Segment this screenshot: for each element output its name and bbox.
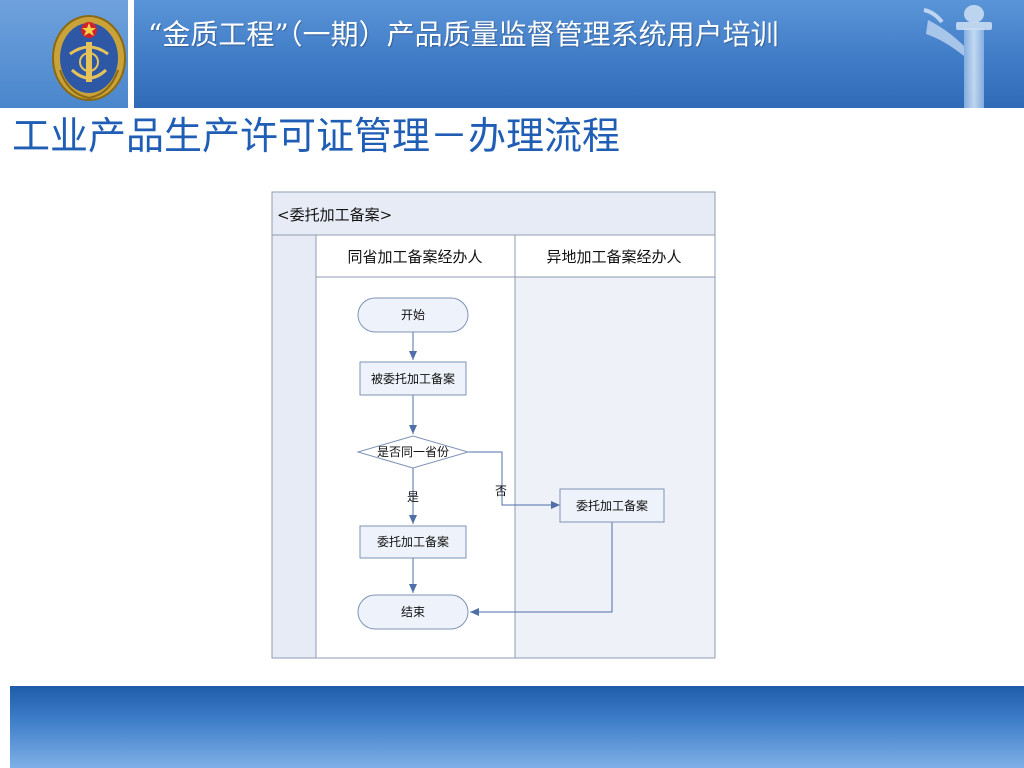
huabiao-monument-icon bbox=[923, 5, 992, 108]
pool-header bbox=[271, 191, 716, 236]
national-emblem-icon bbox=[52, 15, 126, 101]
node-start-label: 开始 bbox=[401, 308, 425, 322]
lane-header-same-province bbox=[315, 234, 516, 278]
node-remote-filing-label: 委托加工备案 bbox=[576, 498, 648, 513]
edge-label-no: 否 bbox=[495, 484, 507, 498]
node-same-province-filing-label: 委托加工备案 bbox=[377, 534, 449, 549]
node-same-province-filing bbox=[359, 525, 467, 559]
edge-remote-to-end bbox=[470, 522, 613, 616]
header-divider bbox=[128, 0, 134, 108]
node-entrusted-filing-label: 被委托加工备案 bbox=[371, 371, 455, 386]
lane-margin bbox=[271, 234, 317, 659]
node-decision bbox=[356, 435, 470, 469]
lane-body-other-province bbox=[514, 276, 716, 659]
lane-header-other-province bbox=[514, 234, 716, 278]
pool-label: <委托加工备案> bbox=[277, 206, 392, 224]
node-end bbox=[357, 594, 469, 630]
node-end-label: 结束 bbox=[401, 605, 425, 619]
lane-label-other-province: 异地加工备案经办人 bbox=[546, 248, 681, 266]
swimlane-flowchart: <委托加工备案> 同省加工备案经办人 异地加工备案经办人 是 否 开始 被委托加… bbox=[271, 191, 716, 659]
node-remote-filing bbox=[559, 488, 665, 523]
header-title: “金质工程”（一期）产品质量监督管理系统用户培训 bbox=[148, 18, 779, 51]
edge-decision-no bbox=[468, 451, 560, 509]
footer-banner bbox=[10, 686, 1024, 768]
node-start bbox=[357, 297, 469, 333]
node-decision-label: 是否同一省份 bbox=[377, 445, 449, 459]
header-bottom-stripe bbox=[0, 108, 1024, 111]
header-banner bbox=[0, 0, 1024, 110]
node-entrusted-filing bbox=[359, 361, 467, 396]
lane-label-same-province: 同省加工备案经办人 bbox=[347, 248, 482, 266]
edge-label-yes: 是 bbox=[407, 490, 419, 504]
page-title: 工业产品生产许可证管理－办理流程 bbox=[12, 114, 621, 158]
